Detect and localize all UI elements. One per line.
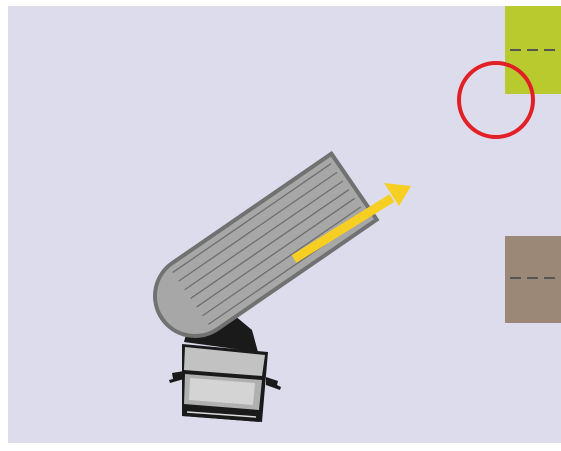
mirror-left: [169, 371, 184, 383]
tractor: [169, 344, 281, 422]
platform-groove: [172, 163, 332, 273]
zone-green: [505, 6, 561, 94]
mirror-right: [266, 377, 281, 390]
platform-groove: [196, 197, 356, 308]
platform-groove: [190, 189, 350, 299]
platform-groove: [202, 206, 362, 317]
platform-groove: [178, 171, 338, 282]
zone-brown: [505, 236, 561, 323]
platform: [153, 150, 380, 338]
tractor-bumper-line: [186, 411, 257, 418]
direction-arrow-shaft: [291, 194, 395, 263]
tractor-roof: [184, 347, 265, 376]
direction-arrow: [291, 183, 411, 263]
contact-highlight-circle: [457, 61, 535, 139]
platform-body: [153, 150, 380, 338]
platform-groove: [184, 180, 344, 291]
tractor-window-highlight: [189, 378, 255, 405]
direction-arrow-head: [384, 183, 411, 206]
